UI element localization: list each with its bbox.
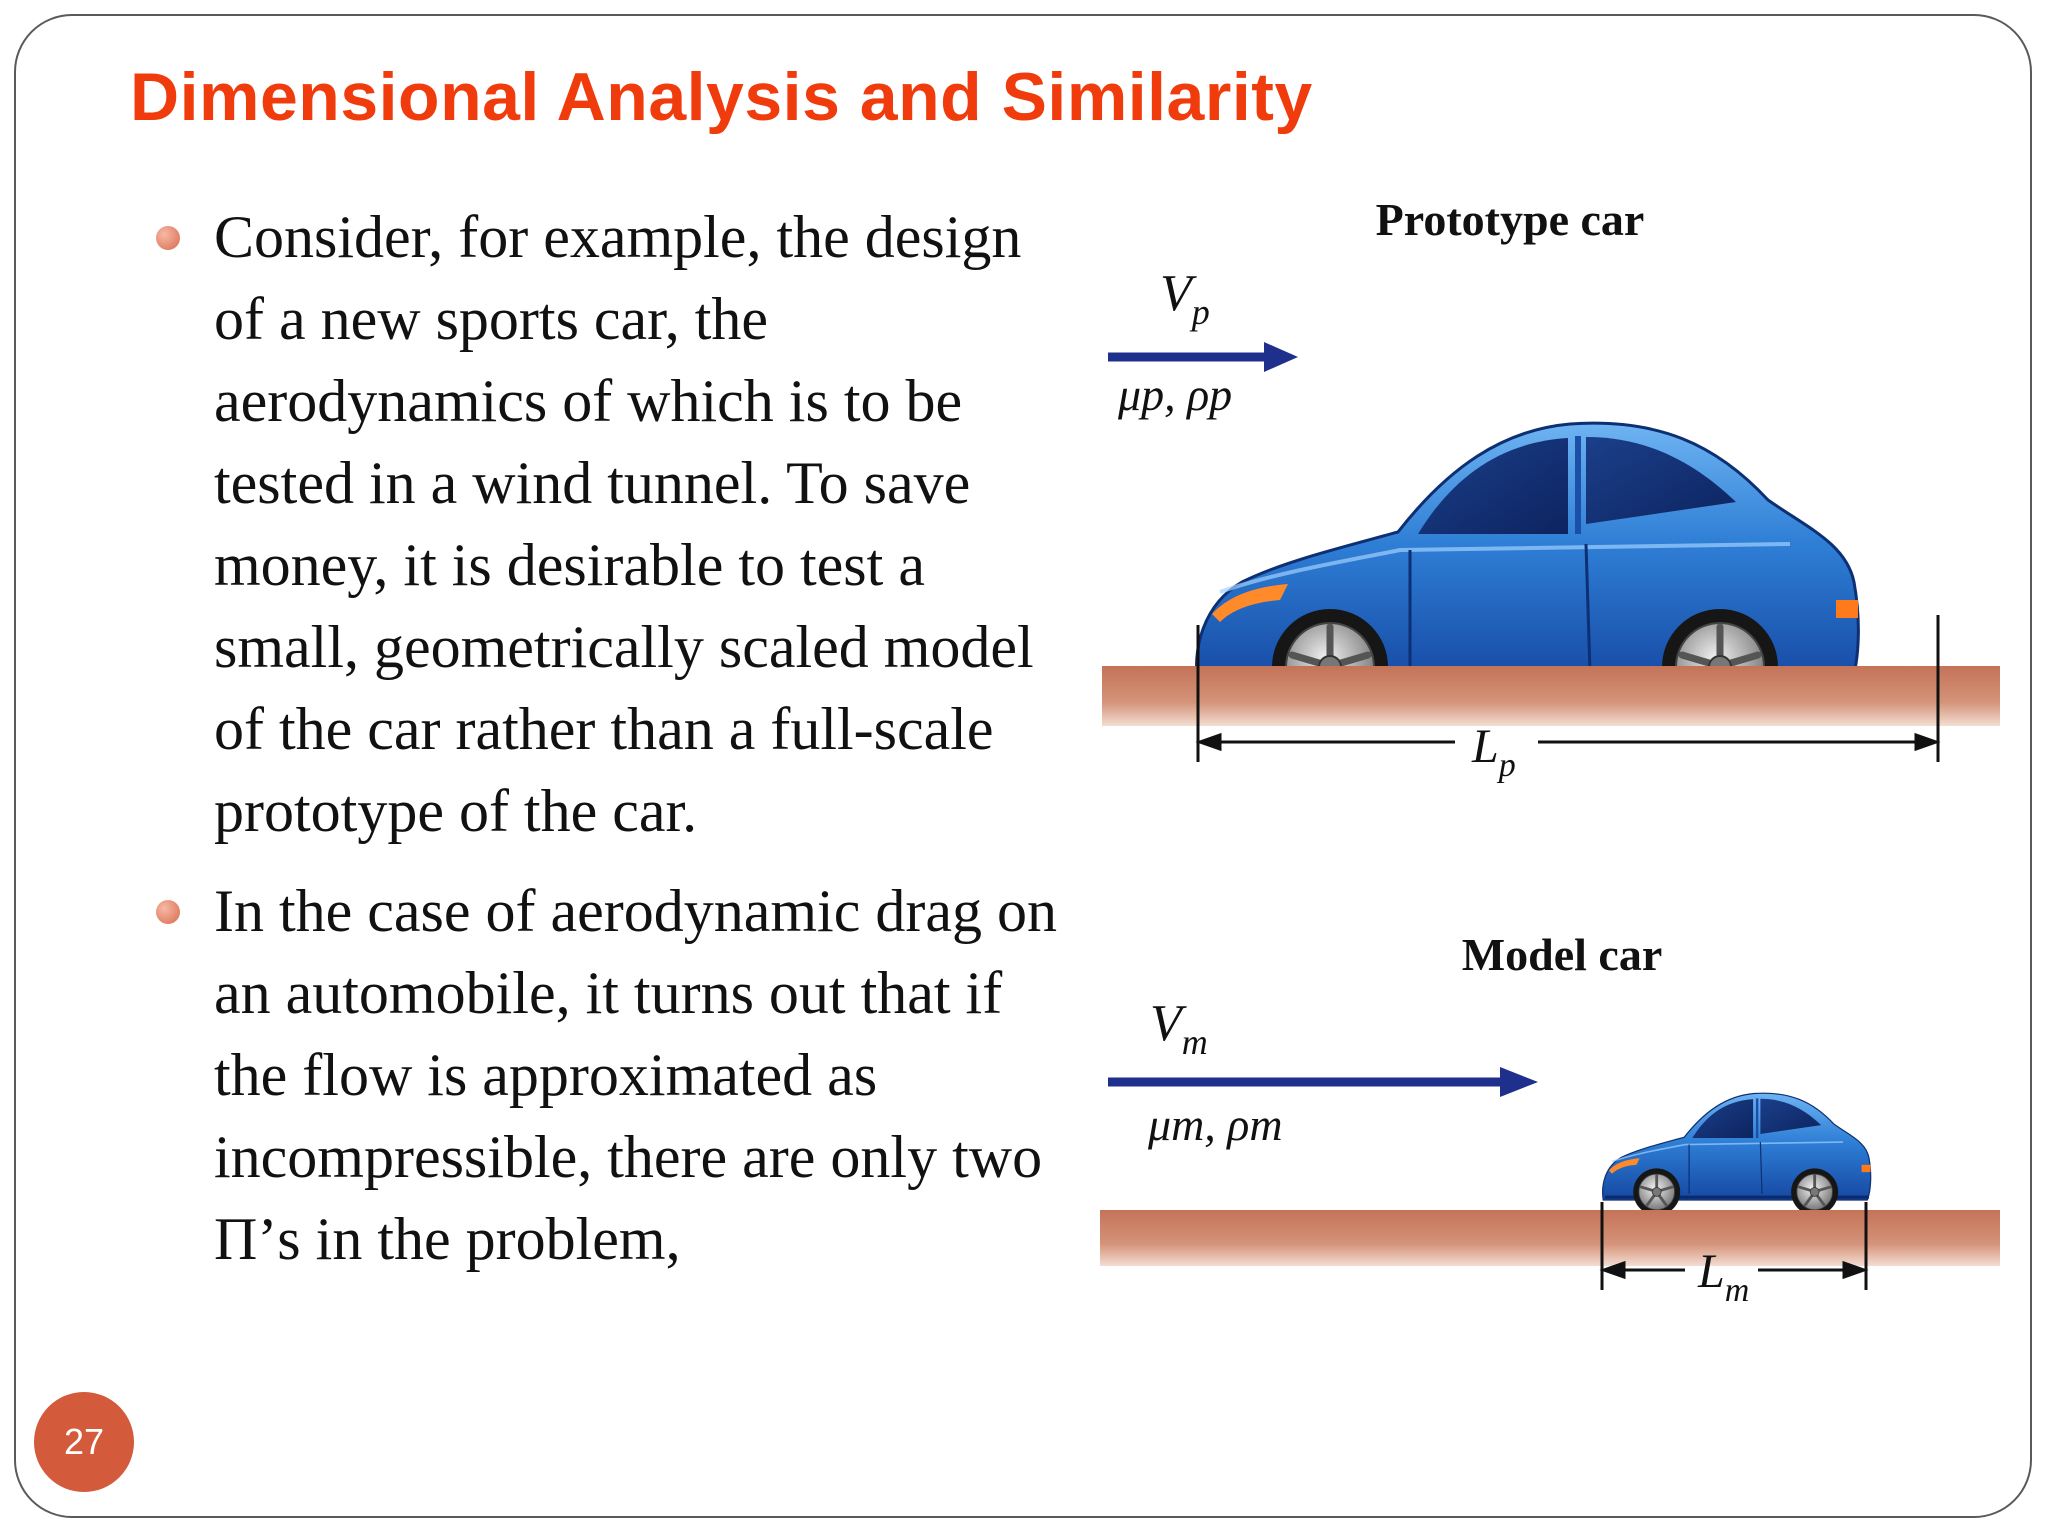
bullet-text: Consider, for example, the design of a n…: [214, 204, 1034, 844]
bullet-dot-icon: [156, 900, 180, 924]
model-length-subscript: m: [1725, 1272, 1750, 1309]
car-figure: Prototype car Vp μp, ρp Lp Model car Vm: [1090, 170, 2010, 1330]
bullet-item: In the case of aerodynamic drag on an au…: [152, 870, 1072, 1280]
model-properties-label: μm, ρm: [1147, 1099, 1283, 1150]
model-velocity-label: Vm: [1150, 995, 1208, 1062]
model-velocity-arrow: [1108, 1067, 1538, 1097]
prototype-length-subscript: p: [1497, 747, 1516, 784]
bullet-dot-icon: [156, 226, 180, 250]
prototype-length-label: Lp: [1471, 720, 1516, 784]
model-heading: Model car: [1462, 929, 1663, 980]
model-velocity-symbol: V: [1150, 995, 1187, 1052]
prototype-properties-label: μp, ρp: [1117, 369, 1232, 420]
bullet-text: In the case of aerodynamic drag on an au…: [214, 878, 1057, 1272]
prototype-velocity-subscript: p: [1189, 292, 1210, 332]
prototype-length-symbol: L: [1471, 720, 1499, 773]
prototype-velocity-label: Vp: [1160, 265, 1210, 332]
bullet-list: Consider, for example, the design of a n…: [152, 196, 1072, 1298]
prototype-ground: [1102, 666, 2000, 726]
prototype-velocity-arrow: [1108, 342, 1298, 372]
model-length-dimension: [1599, 1202, 1869, 1290]
slide-frame: [14, 14, 2032, 1518]
page-number-badge: 27: [34, 1392, 134, 1492]
prototype-velocity-symbol: V: [1160, 265, 1197, 322]
prototype-heading: Prototype car: [1376, 194, 1645, 245]
slide-title: Dimensional Analysis and Similarity: [130, 59, 1313, 135]
prototype-length-dimension: [1195, 615, 1941, 762]
model-velocity-subscript: m: [1182, 1022, 1208, 1062]
model-ground: [1100, 1210, 2000, 1266]
model-length-symbol: L: [1697, 1245, 1725, 1298]
model-car-illustration: [1603, 1093, 1871, 1215]
model-length-label: Lm: [1697, 1245, 1749, 1309]
bullet-item: Consider, for example, the design of a n…: [152, 196, 1072, 852]
